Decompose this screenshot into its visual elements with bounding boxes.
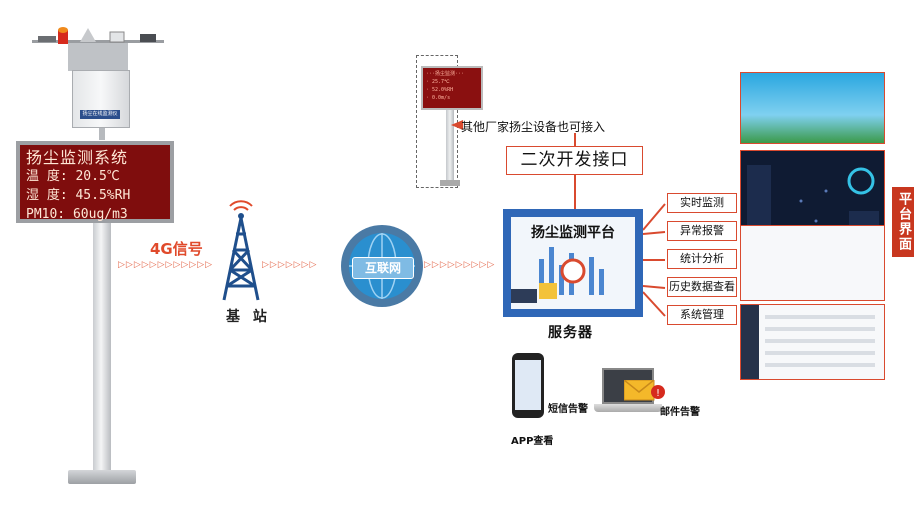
cell-tower-icon — [222, 200, 260, 301]
server-screen — [511, 217, 635, 309]
pointer-arrow-icon — [451, 120, 463, 130]
pole-base — [68, 470, 136, 484]
server-label: 服务器 — [548, 325, 593, 341]
platform-settings-screenshot — [740, 304, 885, 380]
tower-label: 基 站 — [226, 309, 271, 325]
led-line-pm10: PM10: 60ug/m3 — [26, 207, 128, 222]
function-history: 历史数据查看 — [667, 277, 737, 297]
sensor-array-icon — [32, 27, 164, 71]
signal-4g-label: 4G信号 — [150, 240, 203, 258]
phone-screen — [515, 360, 541, 410]
sms-alert-label: 短信告警 — [548, 404, 588, 415]
function-statistics: 统计分析 — [667, 249, 737, 269]
led-line-title: 扬尘监测系统 — [26, 148, 129, 167]
platform-label: 平台界面 — [892, 187, 914, 257]
arrow-link-2: ▷▷▷▷▷▷▷ — [262, 260, 318, 270]
function-connectors — [643, 203, 666, 317]
led-line-temp: 温 度: 20.5℃ — [26, 169, 120, 184]
app-view-label: APP查看 — [511, 436, 554, 447]
connector-line — [574, 133, 576, 146]
function-realtime: 实时监测 — [667, 193, 737, 213]
third-party-pole — [446, 110, 454, 182]
connector-line — [574, 175, 576, 209]
api-box: 二次开发接口 — [506, 146, 643, 175]
led-line-humidity: 湿 度: 45.5%RH — [26, 188, 131, 203]
third-party-base — [440, 180, 460, 186]
internet-label: 互联网 — [352, 257, 414, 279]
server-title: 扬尘监测平台 — [531, 225, 615, 241]
third-party-frame — [416, 55, 458, 188]
platform-table-screenshot — [740, 225, 885, 301]
third-party-display: ···扬尘监测···· 25.7℃· 52.0%RH· 0.0m/s — [421, 66, 483, 110]
function-system: 系统管理 — [667, 305, 737, 325]
cabinet-label: 扬尘在线监测仪 — [80, 110, 120, 119]
led-display: 扬尘监测系统 温 度: 20.5℃ 湿 度: 45.5%RH PM10: 60u… — [16, 141, 174, 223]
email-alert-label: 邮件告警 — [660, 407, 700, 418]
monitor-cabinet — [72, 70, 130, 128]
arrow-link-1: ▷▷▷▷▷▷▷▷▷▷▷▷ — [118, 260, 214, 270]
pole — [93, 185, 111, 480]
third-party-text: 其他厂家扬尘设备也可接入 — [461, 120, 606, 134]
laptop-base — [594, 404, 662, 412]
email-alert-icon: ! — [624, 380, 665, 401]
arrow-link-3: ▷▷▷▷▷▷▷▷▷ — [424, 260, 496, 270]
function-alarm: 异常报警 — [667, 221, 737, 241]
svg-text:!: ! — [656, 388, 660, 399]
platform-login-screenshot — [740, 72, 885, 144]
